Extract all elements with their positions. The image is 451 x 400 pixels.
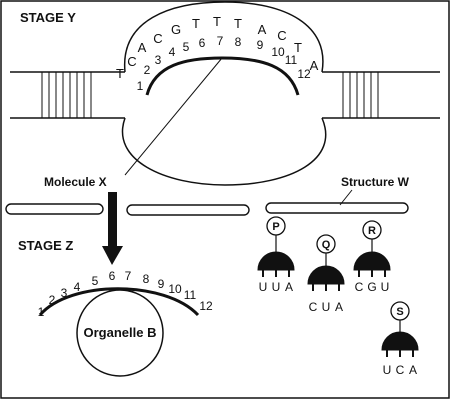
amino-acid-letter: Q xyxy=(322,239,331,251)
organelle-b-label: Organelle B xyxy=(84,325,157,340)
position-number: 2 xyxy=(49,293,56,307)
amino-acid-circle xyxy=(316,234,336,254)
template-base: C xyxy=(153,31,162,46)
position-number: 2 xyxy=(144,63,151,77)
trna-body xyxy=(257,251,295,271)
template-base: T xyxy=(294,40,302,55)
position-number: 4 xyxy=(169,45,176,59)
stage-arrow xyxy=(102,192,123,265)
position-number: 1 xyxy=(137,79,144,93)
amino-acid-letter: R xyxy=(368,225,376,237)
structure-w-oval xyxy=(265,202,409,214)
amino-acid-letter: S xyxy=(396,306,403,318)
trna-body xyxy=(307,265,345,285)
position-number: 3 xyxy=(155,53,162,67)
position-number: 10 xyxy=(271,45,285,59)
position-number: 12 xyxy=(199,299,213,313)
mrna-fragment-left xyxy=(5,203,104,215)
bubble-bottom-strand xyxy=(122,117,327,186)
mrna-strand-molecule-x xyxy=(145,56,300,96)
position-number: 11 xyxy=(184,288,197,302)
dna-right-strands xyxy=(322,71,440,119)
position-number: 8 xyxy=(143,272,150,286)
position-number: 9 xyxy=(158,277,165,291)
position-number: 8 xyxy=(235,35,242,49)
molecule-x-label: Molecule X xyxy=(44,175,107,189)
anticodon-base: U xyxy=(259,280,268,294)
template-base: T xyxy=(192,16,200,31)
position-number: 3 xyxy=(61,286,68,300)
anticodon-base: U xyxy=(272,280,281,294)
position-number: 7 xyxy=(217,34,224,48)
anticodon-base: C xyxy=(355,280,364,294)
stage-y-title: STAGE Y xyxy=(20,10,76,25)
amino-acid-circle xyxy=(362,220,382,240)
mrna-fragment-middle xyxy=(126,204,250,216)
position-number: 7 xyxy=(125,269,132,283)
anticodon-base: U xyxy=(383,363,392,377)
amino-acid-circle xyxy=(266,216,286,236)
template-base: T xyxy=(234,16,242,31)
anticodon-base: U xyxy=(322,300,331,314)
template-base: T xyxy=(116,66,124,81)
anticodon-base: U xyxy=(381,280,390,294)
position-number: 5 xyxy=(183,40,190,54)
position-number: 1 xyxy=(38,305,45,319)
amino-acid-letter: P xyxy=(272,221,279,233)
anticodon-base: C xyxy=(396,363,405,377)
trna-body xyxy=(353,251,391,271)
mrna-on-organelle xyxy=(38,287,200,317)
anticodon-base: A xyxy=(409,363,417,377)
anticodon-base: A xyxy=(335,300,343,314)
template-base: T xyxy=(213,14,221,29)
position-number: 6 xyxy=(199,36,206,50)
amino-acid-circle xyxy=(390,301,410,321)
structure-w-label: Structure W xyxy=(341,175,410,189)
stage-z-title: STAGE Z xyxy=(18,238,73,253)
position-number: 10 xyxy=(168,282,182,296)
template-base: A xyxy=(138,40,147,55)
bubble-top-strand xyxy=(124,1,324,73)
anticodon-base: A xyxy=(285,280,293,294)
position-number: 4 xyxy=(74,280,81,294)
dna-left-rungs xyxy=(41,72,92,118)
template-base: G xyxy=(171,22,181,37)
dna-left-strands xyxy=(10,71,125,119)
template-base: A xyxy=(310,58,319,73)
template-base: A xyxy=(258,22,267,37)
template-base: C xyxy=(277,28,286,43)
position-number: 6 xyxy=(109,269,116,283)
dna-right-rungs xyxy=(342,72,379,118)
position-number: 9 xyxy=(257,38,264,52)
position-number: 12 xyxy=(297,67,311,81)
anticodon-base: C xyxy=(309,300,318,314)
template-base: C xyxy=(127,54,136,69)
anticodon-base: G xyxy=(367,280,376,294)
molecule-x-pointer xyxy=(124,57,223,176)
position-number: 5 xyxy=(92,274,99,288)
trna-body xyxy=(381,331,419,351)
position-number: 11 xyxy=(285,53,298,67)
